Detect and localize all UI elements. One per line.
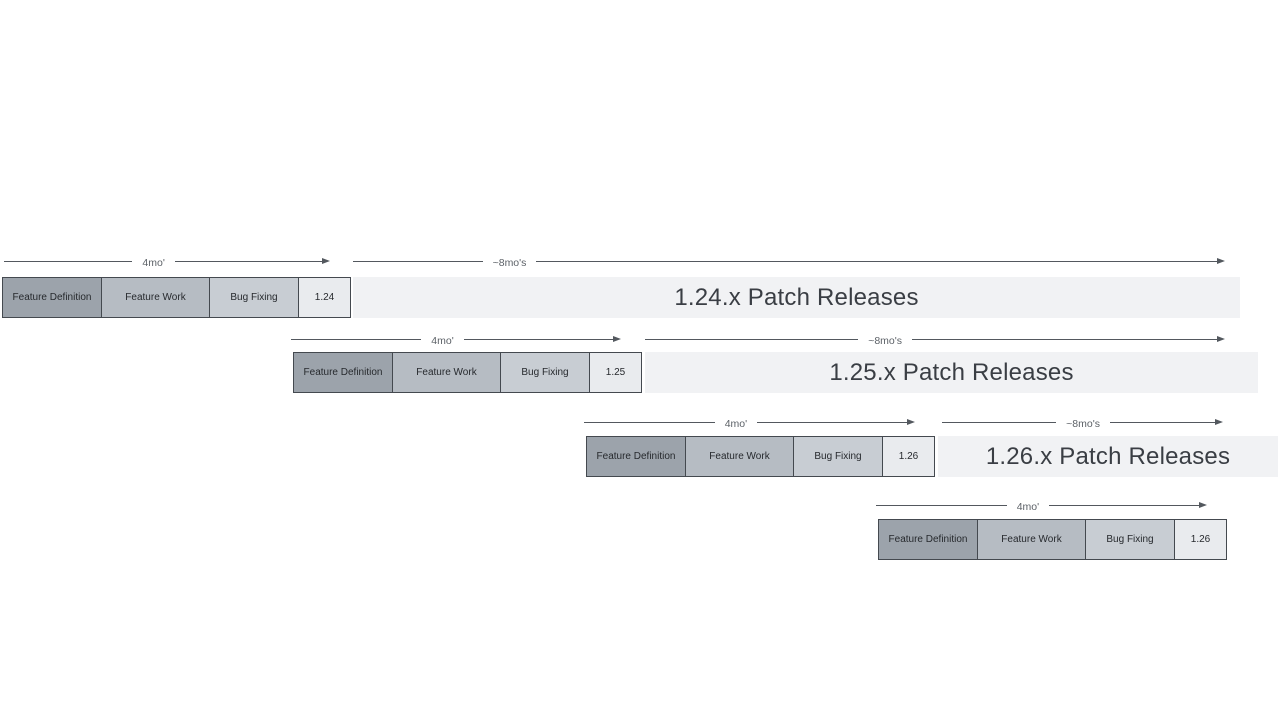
- arrow-line: [1109, 421, 1216, 423]
- phase-label: Feature Definition: [888, 534, 968, 545]
- phase-box-bug-fixing: Bug Fixing: [209, 277, 299, 318]
- phase-box-feature-work: Feature Work: [977, 519, 1086, 560]
- patch-releases-bar: 1.26.x Patch Releases: [938, 436, 1278, 477]
- release-cycle-strip: Feature Definition Feature Work Bug Fixi…: [878, 519, 1227, 560]
- phase-box-feature-definition: Feature Definition: [293, 352, 393, 393]
- arrow-line: [942, 421, 1057, 423]
- phase-label: Bug Fixing: [230, 292, 278, 303]
- dev-duration-arrow: 4mo': [4, 253, 330, 269]
- dev-duration-arrow: 4mo': [876, 497, 1207, 513]
- phase-box-feature-work: Feature Work: [685, 436, 794, 477]
- phase-label: Feature Definition: [12, 292, 92, 303]
- version-label: 1.25: [605, 367, 626, 378]
- arrow-line: [1049, 504, 1200, 506]
- dev-duration-label: 4mo': [431, 335, 454, 347]
- arrow-line: [291, 338, 422, 340]
- patch-releases-label: 1.25.x Patch Releases: [829, 358, 1074, 386]
- version-label: 1.26: [898, 451, 919, 462]
- dev-duration-label: 4mo': [1016, 501, 1040, 513]
- phase-label: Feature Definition: [596, 451, 676, 462]
- arrow-line: [4, 260, 133, 262]
- arrow-line: [174, 260, 323, 262]
- patch-releases-label: 1.24.x Patch Releases: [674, 283, 919, 311]
- patch-duration-label: ~8mo's: [868, 335, 903, 347]
- dev-duration-label: 4mo': [724, 418, 748, 430]
- patch-duration-label: ~8mo's: [492, 257, 527, 269]
- arrow-line: [912, 338, 1218, 340]
- arrowhead-icon: [907, 419, 915, 425]
- patch-duration-arrow: ~8mo's: [645, 331, 1225, 347]
- version-label: 1.26: [1190, 534, 1211, 545]
- arrowhead-icon: [1215, 419, 1223, 425]
- arrow-line: [645, 338, 859, 340]
- version-box: 1.24: [298, 277, 351, 318]
- phase-box-feature-work: Feature Work: [392, 352, 501, 393]
- arrow-line: [757, 421, 908, 423]
- patch-releases-label: 1.26.x Patch Releases: [985, 442, 1231, 470]
- phase-label: Bug Fixing: [1106, 534, 1154, 545]
- phase-label: Bug Fixing: [814, 451, 862, 462]
- arrowhead-icon: [322, 258, 330, 264]
- phase-box-bug-fixing: Bug Fixing: [1085, 519, 1175, 560]
- patch-duration-arrow: ~8mo's: [942, 414, 1223, 430]
- arrowhead-icon: [1217, 336, 1225, 342]
- phase-label: Feature Definition: [303, 367, 383, 378]
- arrowhead-icon: [1199, 502, 1207, 508]
- version-box: 1.25: [589, 352, 642, 393]
- phase-box-bug-fixing: Bug Fixing: [500, 352, 590, 393]
- arrow-line: [876, 504, 1007, 506]
- release-cycle-strip: Feature Definition Feature Work Bug Fixi…: [586, 436, 935, 477]
- arrow-line: [536, 260, 1218, 262]
- phase-box-feature-work: Feature Work: [101, 277, 210, 318]
- patch-duration-arrow: ~8mo's: [353, 253, 1225, 269]
- phase-label: Feature Work: [709, 451, 770, 462]
- arrow-line: [584, 421, 715, 423]
- version-box: 1.26: [1174, 519, 1227, 560]
- phase-box-feature-definition: Feature Definition: [878, 519, 978, 560]
- phase-label: Feature Work: [1001, 534, 1062, 545]
- dev-duration-label: 4mo': [142, 257, 165, 269]
- phase-box-feature-definition: Feature Definition: [2, 277, 102, 318]
- phase-box-bug-fixing: Bug Fixing: [793, 436, 883, 477]
- release-cycle-strip: Feature Definition Feature Work Bug Fixi…: [293, 352, 642, 393]
- arrowhead-icon: [1217, 258, 1225, 264]
- patch-duration-label: ~8mo's: [1066, 418, 1100, 430]
- patch-releases-bar: 1.24.x Patch Releases: [353, 277, 1240, 318]
- phase-label: Feature Work: [416, 367, 477, 378]
- patch-releases-bar: 1.25.x Patch Releases: [645, 352, 1258, 393]
- version-label: 1.24: [314, 292, 335, 303]
- phase-label: Feature Work: [125, 292, 186, 303]
- dev-duration-arrow: 4mo': [291, 331, 621, 347]
- arrow-line: [353, 260, 483, 262]
- arrow-line: [463, 338, 614, 340]
- arrowhead-icon: [613, 336, 621, 342]
- release-cycle-strip: Feature Definition Feature Work Bug Fixi…: [2, 277, 351, 318]
- dev-duration-arrow: 4mo': [584, 414, 915, 430]
- phase-box-feature-definition: Feature Definition: [586, 436, 686, 477]
- version-box: 1.26: [882, 436, 935, 477]
- phase-label: Bug Fixing: [521, 367, 569, 378]
